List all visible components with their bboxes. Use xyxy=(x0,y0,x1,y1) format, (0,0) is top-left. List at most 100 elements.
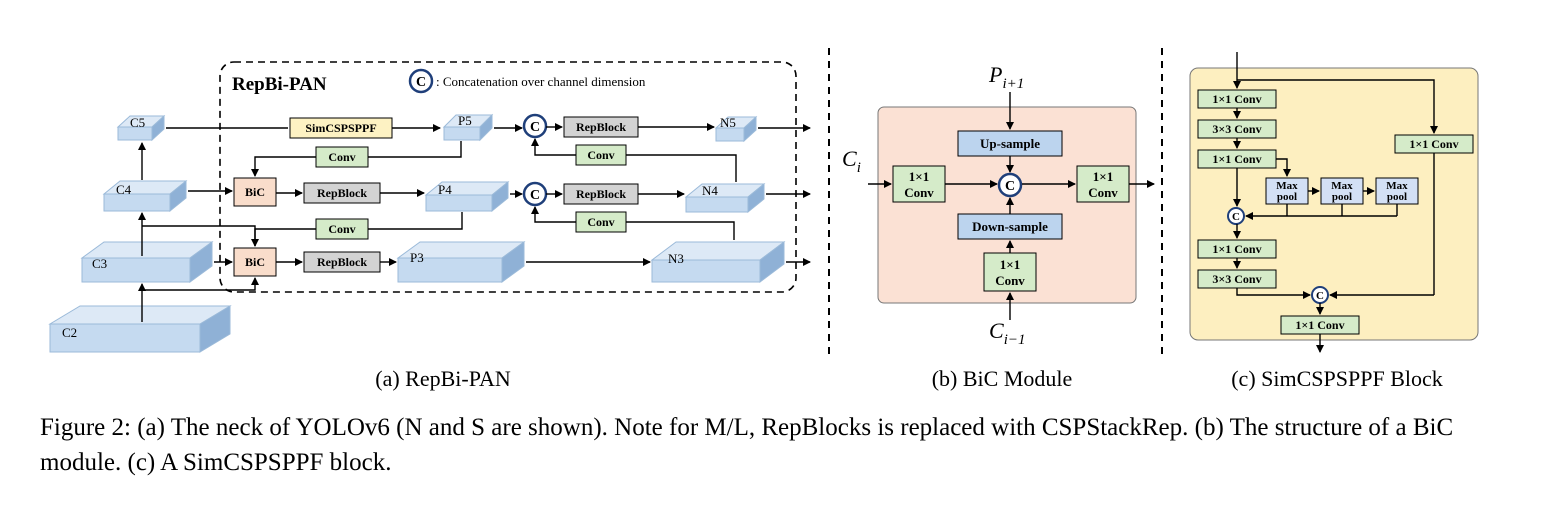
conv-block-mid: Conv xyxy=(315,218,369,240)
svg-text:C: C xyxy=(1232,211,1240,223)
conv-1x1-a: 1×1 Conv xyxy=(1197,89,1277,109)
svg-text:1×1 Conv: 1×1 Conv xyxy=(1295,318,1344,332)
svg-text:Max: Max xyxy=(1276,180,1298,192)
concat-legend: C : Concatenation over channel dimension xyxy=(408,68,646,94)
feature-c5: C5 xyxy=(116,114,166,142)
svg-text:1×1 Conv: 1×1 Conv xyxy=(1409,137,1458,151)
panel-b-arrows xyxy=(868,92,1155,320)
repblock-top: RepBlock xyxy=(303,182,381,204)
conv-3x3-b: 3×3 Conv xyxy=(1197,269,1277,289)
n4-label: N4 xyxy=(702,183,718,198)
legend-concat-symbol: C xyxy=(416,75,426,90)
final-concat: C xyxy=(1311,286,1329,304)
bic-concat: C xyxy=(997,172,1023,198)
panel-a-arrows xyxy=(138,123,811,322)
svg-text:Conv: Conv xyxy=(587,148,614,162)
caption-c: (c) SimCSPSPPF Block xyxy=(1231,366,1443,391)
bic-block-bottom: BiC xyxy=(233,247,277,277)
p-i-plus-1-label: Pi+1 xyxy=(988,62,1024,92)
svg-text:pool: pool xyxy=(1277,191,1297,203)
simcspsppf-block: SimCSPSPPF xyxy=(289,117,393,139)
svg-text:Max: Max xyxy=(1331,180,1353,192)
repblock-bottom: RepBlock xyxy=(303,251,381,273)
svg-text:pool: pool xyxy=(1387,191,1407,203)
svg-text:Down-sample: Down-sample xyxy=(972,219,1048,234)
svg-text:1×1: 1×1 xyxy=(1000,257,1020,272)
bic-panel-bg xyxy=(877,106,1137,304)
figure-caption: Figure 2: (a) The neck of YOLOv6 (N and … xyxy=(40,414,1454,476)
svg-text:Conv: Conv xyxy=(587,215,614,229)
maxpool-2: Max pool xyxy=(1320,177,1364,205)
conv-1x1-shortcut: 1×1 Conv xyxy=(1394,134,1474,154)
conv-1x1-c: 1×1 Conv xyxy=(1197,239,1277,259)
panel-c: 1×1 Conv 3×3 Conv 1×1 Conv 1×1 Conv Max … xyxy=(1189,52,1479,353)
feature-c3: C3 xyxy=(80,241,214,283)
caption-b: (b) BiC Module xyxy=(932,366,1073,391)
svg-text:1×1 Conv: 1×1 Conv xyxy=(1212,92,1261,106)
svg-text:SimCSPSPPF: SimCSPSPPF xyxy=(305,121,376,135)
figure-diagram: RepBi-PAN C : Concatenation over channel… xyxy=(48,48,1479,391)
downsample-block: Down-sample xyxy=(957,213,1063,240)
c5-label: C5 xyxy=(130,115,145,130)
repbi-pan-title: RepBi-PAN xyxy=(232,74,327,95)
conv-1x1-bottom: 1×1 Conv xyxy=(983,252,1037,292)
svg-text:Max: Max xyxy=(1386,180,1408,192)
svg-text:Conv: Conv xyxy=(328,222,355,236)
c-i-label: Ci xyxy=(842,146,861,176)
c2-label: C2 xyxy=(62,325,77,340)
svg-text:BiC: BiC xyxy=(245,255,265,269)
svg-text:Conv: Conv xyxy=(1088,185,1118,200)
svg-text:RepBlock: RepBlock xyxy=(576,187,626,201)
n3-label: N3 xyxy=(668,251,684,266)
feature-c2: C2 xyxy=(48,305,232,353)
svg-text:1×1: 1×1 xyxy=(909,169,929,184)
svg-text:1×1 Conv: 1×1 Conv xyxy=(1212,152,1261,166)
p3-label: P3 xyxy=(410,250,424,265)
concat-n4: C xyxy=(522,181,548,207)
svg-text:Conv: Conv xyxy=(904,185,934,200)
feature-p5: P5 xyxy=(442,113,494,142)
svg-text:3×3 Conv: 3×3 Conv xyxy=(1212,122,1261,136)
feature-p4: P4 xyxy=(424,180,510,213)
svg-text:C: C xyxy=(530,188,540,203)
svg-text:BiC: BiC xyxy=(245,185,265,199)
svg-text:3×3 Conv: 3×3 Conv xyxy=(1212,272,1261,286)
panel-c-arrows xyxy=(1233,52,1438,353)
repblock-n5: RepBlock xyxy=(563,116,639,138)
bic-block-top: BiC xyxy=(233,177,277,207)
svg-text:Conv: Conv xyxy=(995,273,1025,288)
feature-n3: N3 xyxy=(650,241,786,283)
n5-label: N5 xyxy=(720,115,736,130)
maxpool-1: Max pool xyxy=(1265,177,1309,205)
svg-text:C: C xyxy=(1005,179,1015,194)
conv-n4: Conv xyxy=(575,211,627,233)
conv-block-top: Conv xyxy=(315,146,369,168)
upsample-block: Up-sample xyxy=(957,130,1063,157)
panel-b: Pi+1 Ci Ci−1 Up-sample Down-sample 1×1 C… xyxy=(842,62,1155,348)
svg-text:pool: pool xyxy=(1332,191,1352,203)
svg-text:Up-sample: Up-sample xyxy=(980,136,1040,151)
concat-n5: C xyxy=(522,113,548,139)
panel-a: RepBi-PAN C : Concatenation over channel… xyxy=(48,61,811,353)
p4-label: P4 xyxy=(438,182,452,197)
svg-text:RepBlock: RepBlock xyxy=(317,255,367,269)
repblock-n4: RepBlock xyxy=(563,183,639,205)
feature-n4: N4 xyxy=(684,182,766,214)
c4-label: C4 xyxy=(116,182,132,197)
conv-1x1-b: 1×1 Conv xyxy=(1197,149,1277,169)
conv-1x1-right: 1×1 Conv xyxy=(1076,165,1130,203)
caption-a: (a) RepBi-PAN xyxy=(375,366,511,391)
feature-n5: N5 xyxy=(714,115,758,143)
c-i-minus-1-label: Ci−1 xyxy=(989,318,1025,348)
p5-label: P5 xyxy=(458,113,472,128)
svg-text:1×1: 1×1 xyxy=(1093,169,1113,184)
conv-3x3-a: 3×3 Conv xyxy=(1197,119,1277,139)
svg-text:Conv: Conv xyxy=(328,150,355,164)
c3-label: C3 xyxy=(92,256,107,271)
svg-text:C: C xyxy=(530,120,540,135)
maxpool-3: Max pool xyxy=(1375,177,1419,205)
conv-1x1-left: 1×1 Conv xyxy=(892,165,946,203)
sppf-concat: C xyxy=(1227,207,1245,225)
conv-n5: Conv xyxy=(575,144,627,166)
legend-text: : Concatenation over channel dimension xyxy=(436,74,646,89)
